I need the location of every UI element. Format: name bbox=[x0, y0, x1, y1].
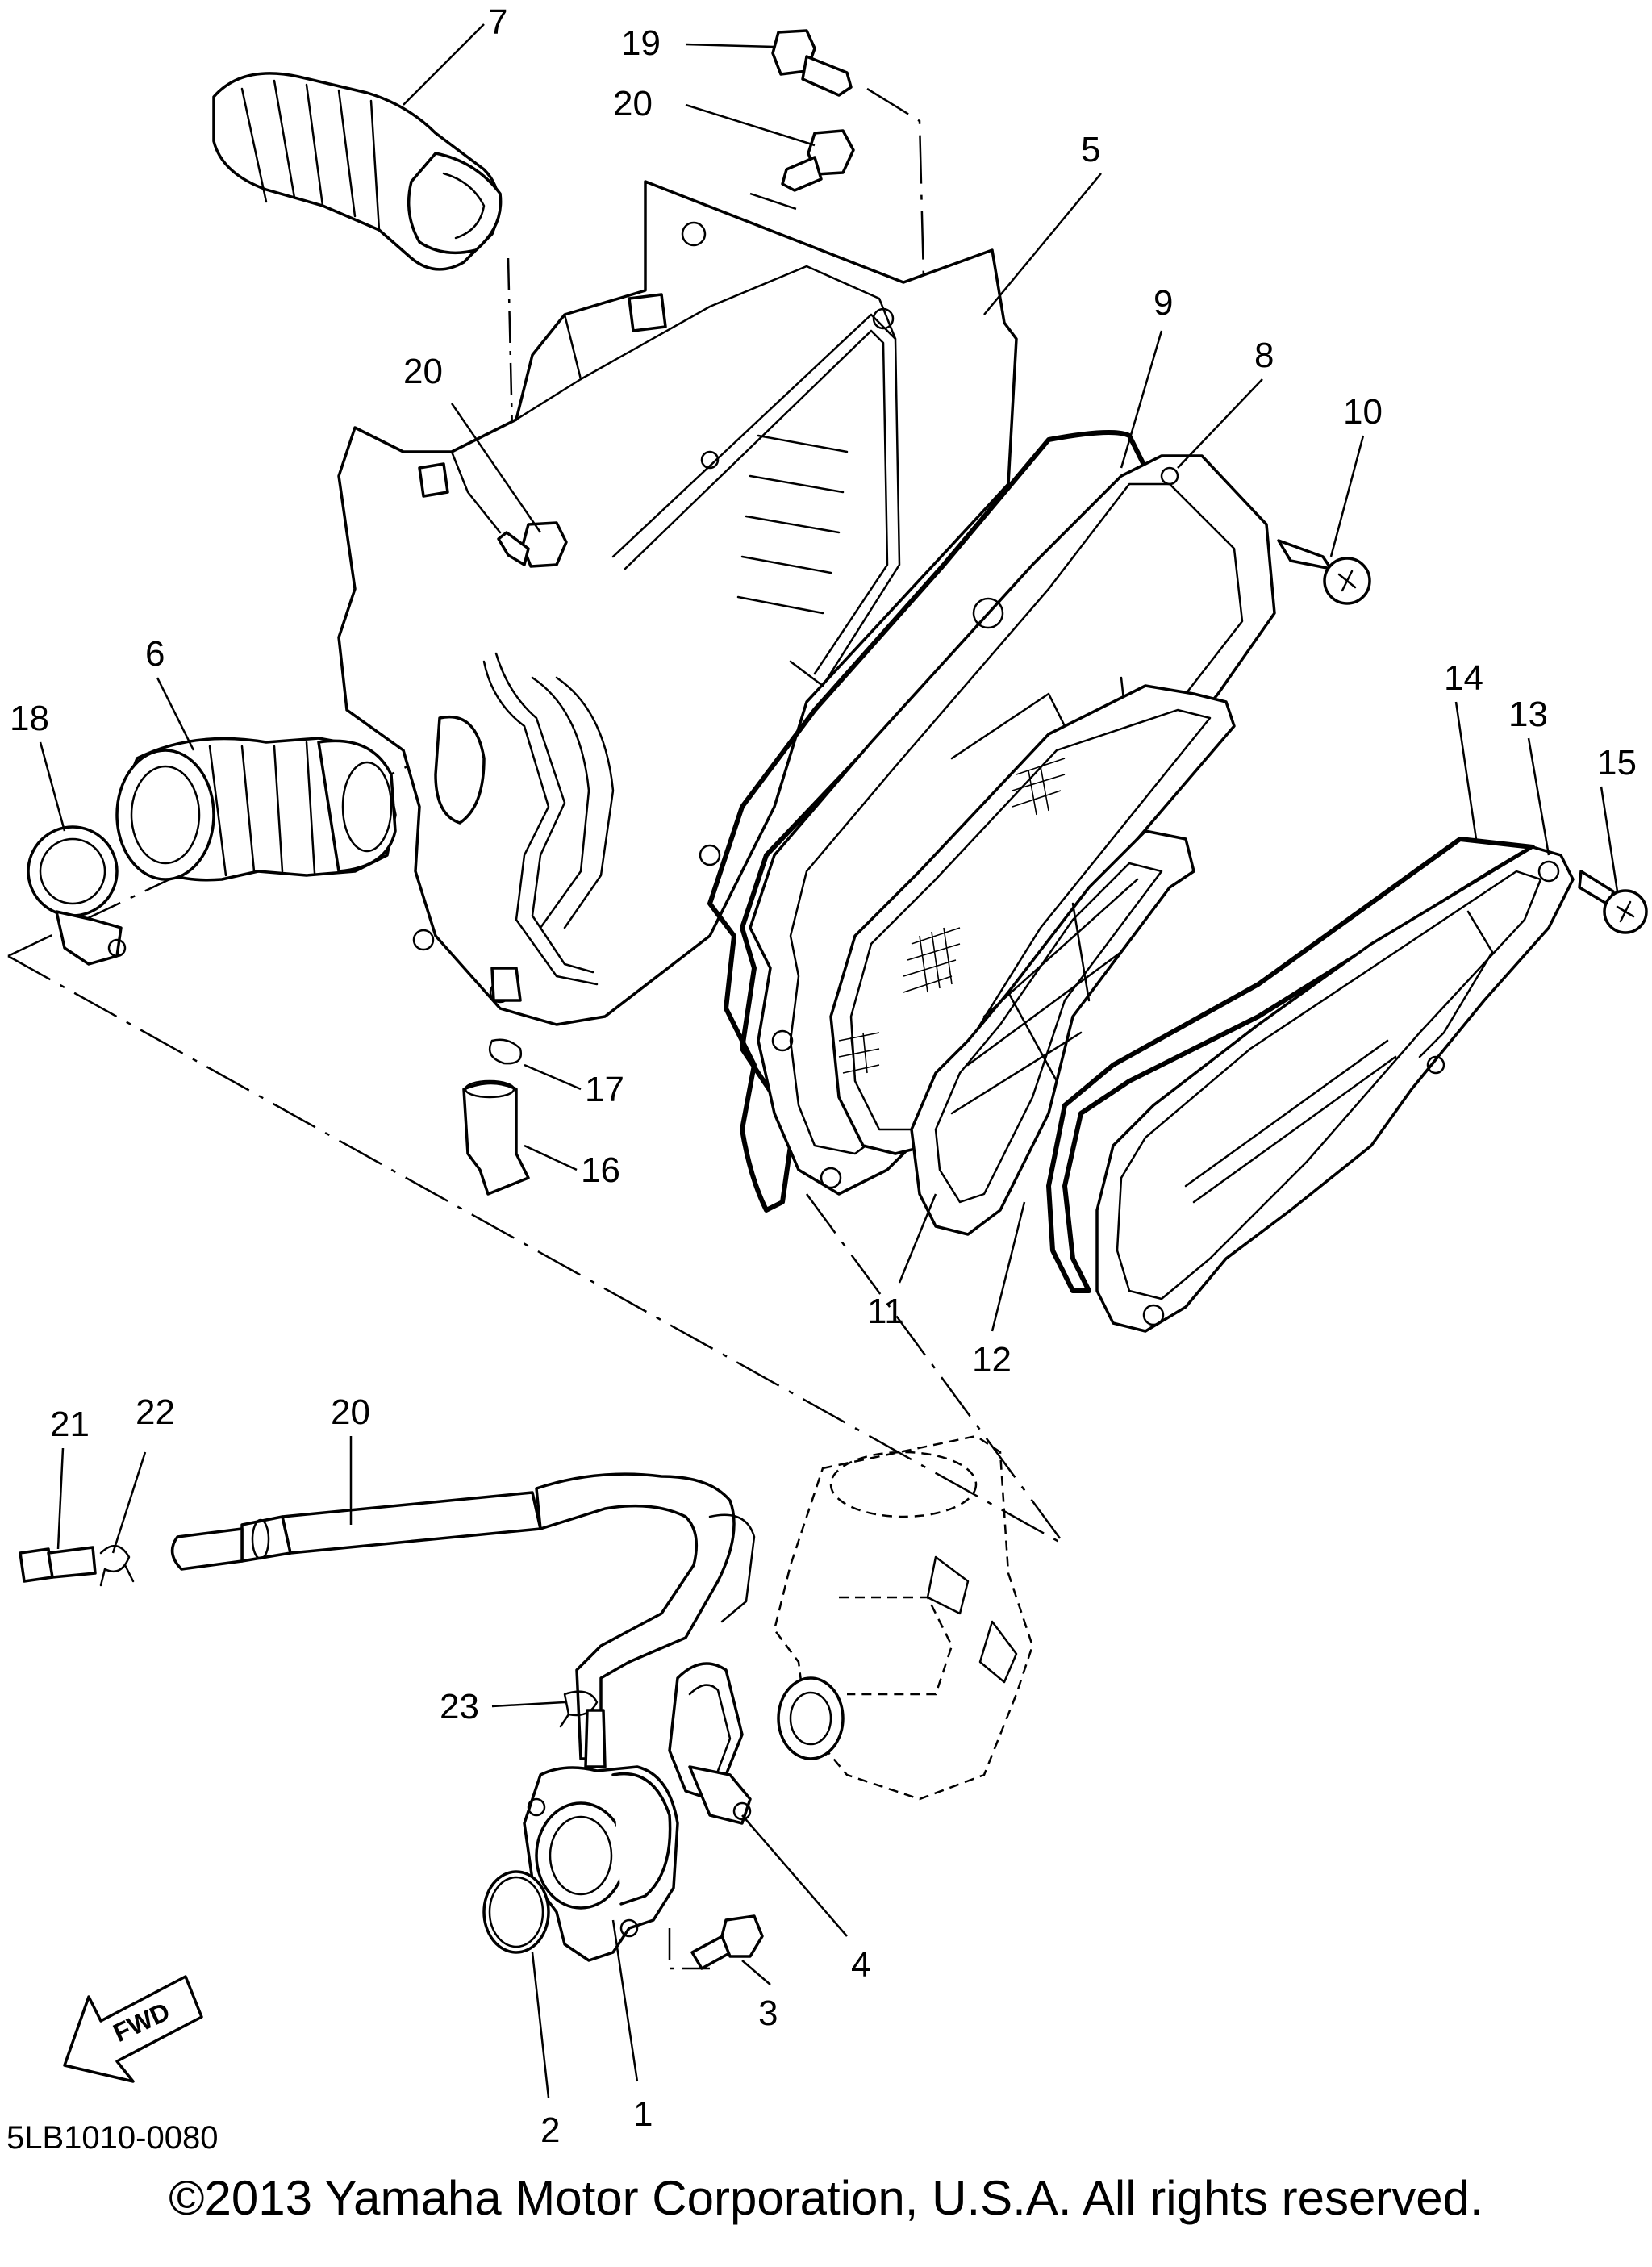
fwd-arrow-icon: FWD bbox=[63, 1975, 203, 2083]
part-21-breather-hose bbox=[170, 1472, 756, 1760]
callout-8: 8 bbox=[1254, 336, 1274, 375]
callout-4: 4 bbox=[851, 1945, 870, 1985]
callout-6: 6 bbox=[145, 634, 165, 674]
part-12-element-frame bbox=[910, 829, 1195, 1236]
callout-9: 9 bbox=[1153, 283, 1173, 323]
part-23-clip-left bbox=[99, 1545, 135, 1587]
callout-19: 19 bbox=[621, 23, 661, 63]
callout-16: 16 bbox=[581, 1150, 620, 1190]
part-19-bolt bbox=[771, 29, 853, 97]
callout-11: 11 bbox=[867, 1292, 904, 1331]
callout-13: 13 bbox=[1508, 695, 1548, 734]
callout-1: 1 bbox=[633, 2094, 653, 2134]
part-18-hose-clamp bbox=[27, 825, 127, 966]
part-9-gasket bbox=[707, 430, 1148, 1213]
callout-20-lower: 20 bbox=[403, 352, 443, 391]
callout-17: 17 bbox=[585, 1070, 624, 1109]
callout-numbers: 7 19 20 5 9 8 10 20 6 18 14 13 15 17 16 … bbox=[10, 2, 1637, 2150]
callout-3: 3 bbox=[758, 1994, 778, 2033]
part-10-screw bbox=[1277, 539, 1371, 605]
part-3-screw bbox=[690, 1914, 764, 1970]
callout-23-left: 22 bbox=[136, 1392, 175, 1432]
callout-18: 18 bbox=[10, 699, 49, 738]
callout-5: 5 bbox=[1081, 130, 1100, 169]
callout-14: 14 bbox=[1444, 658, 1483, 698]
copyright-notice: ©2013 Yamaha Motor Corporation, U.S.A. A… bbox=[169, 2171, 1483, 2225]
callout-7: 7 bbox=[488, 2, 507, 42]
leader-lines bbox=[39, 23, 1619, 2098]
part-17-clip bbox=[488, 1038, 523, 1065]
carburetor-reference bbox=[773, 1434, 1034, 1801]
callout-21: 20 bbox=[331, 1392, 370, 1432]
callout-12: 12 bbox=[972, 1340, 1012, 1380]
part-5-air-filter-case bbox=[337, 180, 1018, 1026]
part-6-joint-hose bbox=[115, 737, 397, 882]
part-13-element-case bbox=[1095, 845, 1575, 1333]
part-2-o-ring bbox=[482, 1870, 550, 1954]
part-23-clip-lower bbox=[559, 1690, 599, 1728]
callout-23-lower: 23 bbox=[440, 1687, 479, 1726]
callout-22: 21 bbox=[50, 1405, 90, 1444]
part-7-intake-duct bbox=[212, 72, 503, 271]
diagram-code: 5LB1010-0080 bbox=[6, 2120, 219, 2156]
part-11-filter-element bbox=[829, 684, 1236, 1155]
part-20-bolt-lower bbox=[497, 521, 568, 568]
callout-10: 10 bbox=[1343, 392, 1383, 432]
part-1-carburetor-joint bbox=[523, 1709, 679, 1962]
callout-20-upper: 20 bbox=[613, 84, 653, 123]
part-4-carb-clamp bbox=[668, 1662, 752, 1825]
callout-2: 2 bbox=[540, 2110, 560, 2150]
part-15-screw bbox=[1578, 870, 1648, 934]
part-20-bolt-upper bbox=[781, 129, 855, 192]
part-22-plug bbox=[19, 1546, 97, 1583]
part-16-drain-hose bbox=[462, 1079, 530, 1196]
callout-15: 15 bbox=[1597, 743, 1637, 783]
